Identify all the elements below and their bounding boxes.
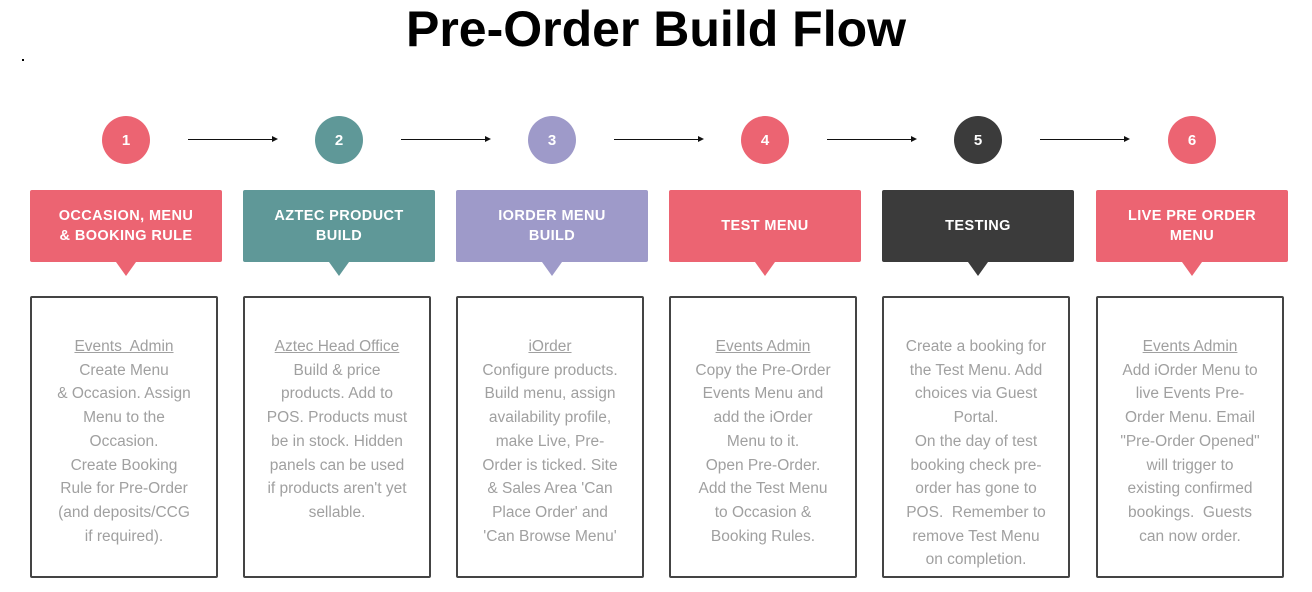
description-line: on completion. [925,551,1027,569]
callout-pointer [1182,262,1202,276]
description-line: Menu to the [83,409,165,427]
description-line: products. Add to [280,385,394,403]
step-heading: LIVE PRE ORDER MENU [1096,190,1288,262]
step-number-badge: 6 [1168,116,1216,164]
description-line: Configure products. [482,361,618,379]
heading-line: IORDER MENU [498,208,606,224]
heading-line: TESTING [945,218,1011,234]
step-number-badge: 5 [954,116,1002,164]
description-line: if required). [84,527,164,545]
heading-line: BUILD [528,228,576,244]
description-line: will trigger to [1146,456,1234,474]
description-line: sellable. [308,503,366,521]
callout-pointer [329,262,349,276]
heading-line: & BOOKING RULE [59,228,193,244]
description-line: Copy the Pre-Order [695,361,831,379]
description-line: & Sales Area 'Can [487,480,613,498]
stray-dot [22,59,24,61]
description-line: (and deposits/CCG [58,503,190,521]
description-line: make Live, Pre- [495,432,605,450]
description-line: booking check pre- [910,456,1042,474]
description-line: Add iOrder Menu to [1122,361,1258,379]
description-line: the Test Menu. Add [909,361,1043,379]
page-title: Pre-Order Build Flow [405,1,907,57]
description-line: to Occasion & [714,503,812,521]
description-line: be in stock. Hidden [271,432,403,450]
step-owner: Aztec Head Office [274,338,400,355]
step-heading: IORDER MENU BUILD [456,190,648,262]
description-line: Create Menu [79,361,169,379]
step-heading: AZTEC PRODUCT BUILD [243,190,435,262]
step-owner: iOrder [528,338,572,355]
callout-pointer [755,262,775,276]
step-description: Create a booking for the Test Menu. Add ch… [882,296,1070,578]
step-heading: OCCASION, MENU & BOOKING RULE [30,190,222,262]
step-number-badge: 3 [528,116,576,164]
description-line: Booking Rules. [710,527,816,545]
step-number-badge: 4 [741,116,789,164]
callout-pointer [542,262,562,276]
description-line: POS. Remember to [906,503,1046,521]
heading-line: TEST MENU [721,218,809,234]
description-line: can now order. [1139,527,1241,545]
flow-arrow [401,136,491,142]
description-line: panels can be used [269,456,405,474]
step-number-badge: 2 [315,116,363,164]
description-line: add the iOrder [713,409,813,427]
heading-line: AZTEC PRODUCT [274,208,404,224]
description-line: Events Menu and [702,385,824,403]
description-line: POS. Products must [266,409,408,427]
description-line: choices via Guest [914,385,1038,403]
flow-arrow [188,136,278,142]
step-heading: TESTING [882,190,1074,262]
description-line: Occasion. [89,432,159,450]
callout-pointer [116,262,136,276]
description-line: Build & price [293,361,381,379]
description-line: On the day of test [914,432,1038,450]
step-owner: Events Admin [74,338,174,355]
flow-arrow [827,136,917,142]
description-line: Rule for Pre-Order [60,480,188,498]
description-line: Menu to it. [726,432,800,450]
description-line: Add the Test Menu [698,480,828,498]
flow-arrow [1040,136,1130,142]
heading-line: MENU [1169,228,1215,244]
step-number-badge: 1 [102,116,150,164]
description-line: if products aren't yet [267,480,407,498]
flow-arrow [614,136,704,142]
description-line: "Pre-Order Opened" [1120,432,1260,450]
callout-pointer [968,262,988,276]
description-line: Portal. [953,409,999,427]
description-line: Order is ticked. Site [482,456,618,474]
description-line: bookings. Guests [1127,503,1253,521]
step-heading: TEST MENU [669,190,861,262]
description-line: live Events Pre- [1135,385,1245,403]
step-owner: Events Admin [715,338,811,355]
description-line: order has gone to [915,480,1037,498]
heading-line: OCCASION, MENU [58,208,194,224]
description-line: Create a booking for [905,338,1047,355]
description-line: & Occasion. Assign [57,385,191,403]
description-line: Build menu, assign [484,385,616,403]
description-line: availability profile, [488,409,612,427]
heading-line: LIVE PRE ORDER [1127,208,1257,224]
description-line: existing confirmed [1127,480,1253,498]
description-line: Place Order' and [492,503,608,521]
step-owner: Events Admin [1142,338,1238,355]
description-line: Open Pre-Order. [705,456,821,474]
description-line: Order Menu. Email [1124,409,1256,427]
heading-line: BUILD [315,228,363,244]
description-line: Create Booking [70,456,178,474]
description-line: remove Test Menu [912,527,1040,545]
description-line: 'Can Browse Menu' [483,527,617,545]
